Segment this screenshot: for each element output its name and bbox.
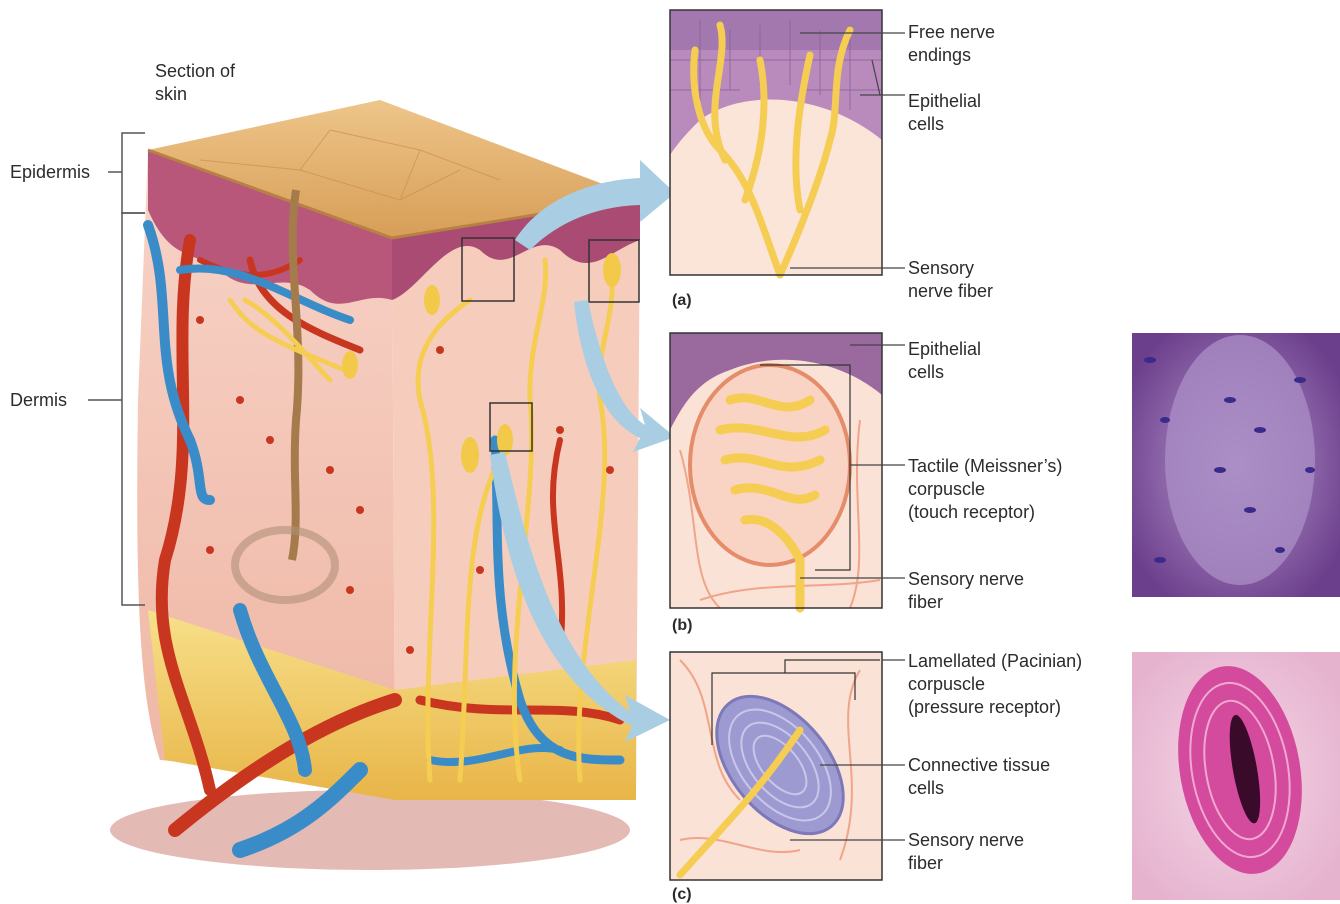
dermis-label: Dermis [10, 389, 67, 412]
epidermis-label: Epidermis [10, 161, 90, 184]
panel-b-illustration [670, 333, 882, 608]
block-shadow [110, 790, 630, 870]
panel-c-illustration [670, 652, 882, 880]
connective-tissue-label: Connective tissue cells [908, 754, 1050, 800]
free-nerve-endings-label: Free nerve endings [908, 21, 995, 67]
sensory-nerve-fiber-label-b: Sensory nerve fiber [908, 568, 1024, 614]
panel-a-illustration [670, 10, 882, 275]
sensory-nerve-fiber-label-a: Sensory nerve fiber [908, 257, 993, 303]
tactile-corpuscle-label: Tactile (Meissner’s) corpuscle (touch re… [908, 455, 1062, 524]
panel-b-tag: (b) [672, 617, 692, 635]
lamellated-corpuscle-label: Lamellated (Pacinian) corpuscle (pressur… [908, 650, 1082, 719]
panel-a-tag: (a) [672, 292, 692, 310]
brackets [88, 133, 145, 605]
epithelial-cells-label-a: Epithelial cells [908, 90, 981, 136]
section-of-skin-label: Section of skin [155, 60, 235, 106]
micrograph-pacinian [1132, 652, 1340, 900]
micrograph-meissner [1132, 333, 1340, 597]
sensory-nerve-fiber-label-c: Sensory nerve fiber [908, 829, 1024, 875]
panel-c-tag: (c) [672, 886, 692, 904]
epithelial-cells-label-b: Epithelial cells [908, 338, 981, 384]
